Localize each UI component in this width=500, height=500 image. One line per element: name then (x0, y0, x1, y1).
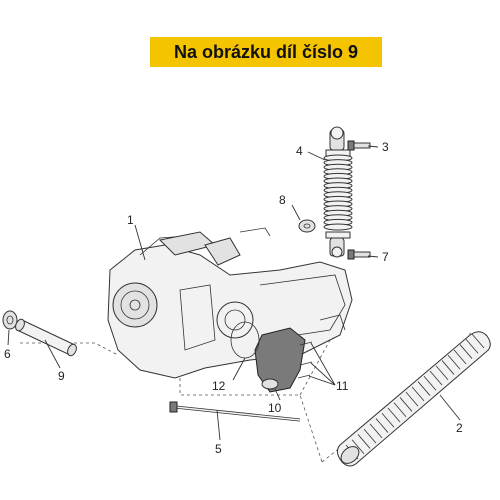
callout-2: 2 (456, 421, 463, 435)
part-5-long-bolt (169, 401, 301, 422)
callout-10: 10 (268, 401, 282, 415)
hose-rib (447, 354, 461, 370)
part-7-bolt (347, 249, 371, 260)
callout-1: 1 (127, 213, 134, 227)
hose-rib (441, 360, 455, 375)
callout-5: 5 (215, 442, 222, 456)
hose-rib (411, 386, 425, 402)
hose-rib (387, 407, 401, 423)
part-6-cap (2, 310, 18, 330)
hose-rib (363, 428, 377, 444)
hose-rib (435, 365, 449, 380)
part-3-bolt (347, 140, 371, 151)
callout-12: 12 (212, 379, 226, 393)
hose-rib (465, 339, 479, 354)
part-9-sleeve (15, 318, 77, 357)
hose-rib (375, 418, 389, 433)
hose-rib (369, 423, 383, 439)
spring-coil (323, 223, 353, 231)
callout-7: 7 (382, 250, 389, 264)
part-8-bushing (298, 219, 316, 233)
callout-labels: 1 2 3 4 5 6 7 8 9 10 11 12 (4, 140, 463, 456)
part-11-screws (297, 341, 313, 379)
callout-11: 11 (336, 379, 349, 393)
part-10-cover (254, 327, 306, 393)
part-2-intake-hose (336, 331, 491, 467)
hose-rib (471, 333, 485, 349)
hose-rib (417, 381, 431, 396)
hose-rib (453, 349, 467, 365)
title-banner: Na obrázku díl číslo 9 (150, 37, 382, 67)
hose-rib (423, 376, 437, 391)
hose-rib (381, 413, 395, 428)
callout-9: 9 (58, 369, 65, 383)
hose-rib (393, 402, 407, 417)
banner-text: Na obrázku díl číslo 9 (173, 41, 359, 62)
callout-8: 8 (279, 193, 286, 207)
hose-rib (357, 434, 371, 449)
leader-lines (7, 145, 461, 441)
hose-rib (351, 439, 365, 454)
callout-4: 4 (296, 144, 303, 158)
callout-3: 3 (382, 140, 389, 154)
hose-rib (459, 344, 473, 359)
part-4-shock-absorber (323, 126, 353, 258)
part-1-engine-assembly (107, 227, 353, 379)
hose-rib (429, 370, 443, 386)
hose-rib (405, 391, 419, 407)
callout-6: 6 (4, 347, 11, 361)
hose-rib (399, 397, 413, 412)
